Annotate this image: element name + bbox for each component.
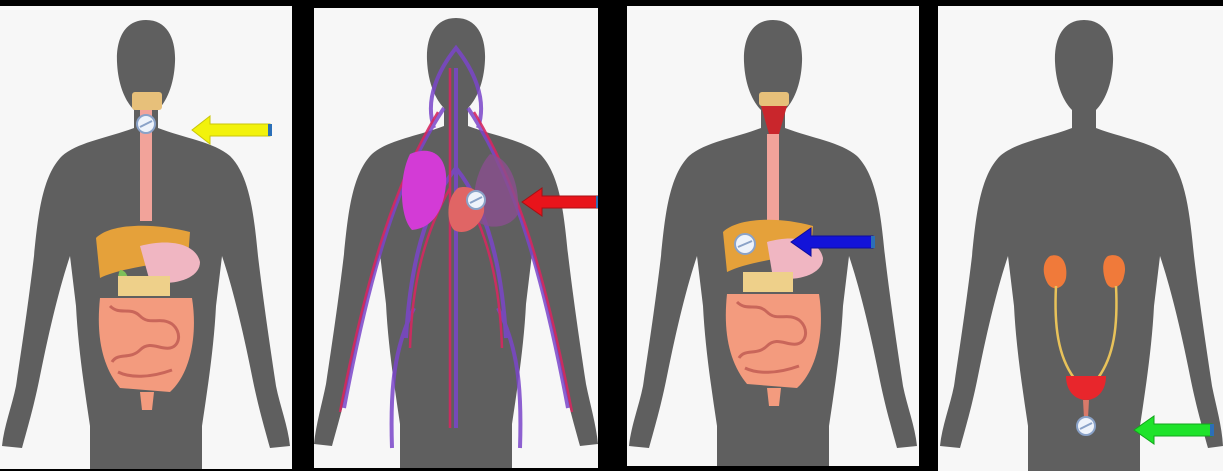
pill-icon xyxy=(735,234,755,254)
circulatory-figure xyxy=(314,8,598,468)
urethra xyxy=(1083,400,1089,418)
larynx xyxy=(132,92,162,110)
panel-urinary xyxy=(938,6,1223,471)
urinary-figure xyxy=(938,6,1223,471)
panel-liver xyxy=(627,6,919,466)
pill-icon xyxy=(467,191,485,209)
pancreas xyxy=(743,272,793,292)
pancreas xyxy=(118,276,170,296)
larynx xyxy=(759,92,789,106)
pill-icon xyxy=(1077,417,1095,435)
panel-circulatory xyxy=(314,8,598,468)
esophagus xyxy=(767,134,779,221)
liver-figure xyxy=(627,6,919,466)
digestive-figure xyxy=(0,6,292,469)
panel-digestive xyxy=(0,6,292,469)
rectum xyxy=(767,388,781,406)
pill-icon xyxy=(137,115,155,133)
rectum xyxy=(140,392,154,410)
